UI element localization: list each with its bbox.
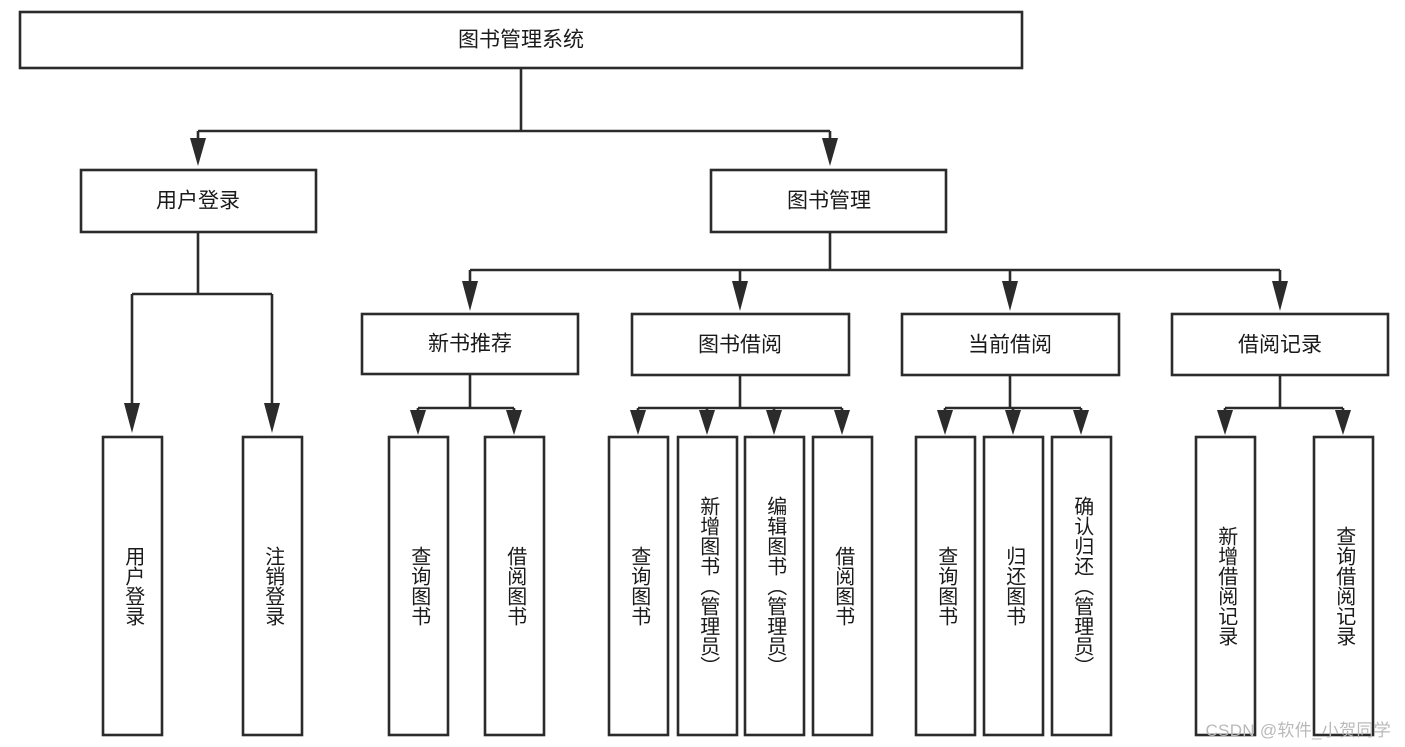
connectors-current-borrow-to-leaves [937, 375, 1089, 435]
node-box-book-borrow[interactable] [630, 312, 851, 377]
node-box-leaf-user-login[interactable] [101, 435, 164, 737]
node-box-borrow-record[interactable] [1170, 312, 1390, 377]
node-box-leaf-user-logout[interactable] [241, 435, 304, 737]
node-label-current-borrow: 当前借阅 [968, 334, 1052, 357]
node-label-book-borrow: 图书借阅 [698, 334, 782, 357]
arrow-leaf-user-logout [264, 403, 280, 433]
node-box-leaf-query-book-2[interactable] [607, 435, 670, 737]
node-box-leaf-query-record[interactable] [1312, 435, 1375, 737]
arrow-user-login [190, 138, 206, 166]
arrow-leaf-confirm-return [1073, 410, 1089, 435]
connectors-borrow-record-to-leaves [1217, 375, 1351, 435]
arrow-leaf-add-book [699, 410, 715, 435]
node-box-new-book-recommend[interactable] [360, 312, 580, 376]
arrow-leaf-query-book-2 [630, 410, 646, 435]
arrow-book-borrow [732, 281, 748, 311]
arrow-book-manage [822, 138, 838, 166]
node-box-leaf-edit-book[interactable] [743, 435, 806, 737]
node-box-leaf-borrow-book-1[interactable] [483, 435, 546, 737]
node-label-new-book-recommend: 新书推荐 [428, 333, 512, 356]
node-box-leaf-query-book-1[interactable] [387, 435, 450, 737]
arrow-leaf-borrow-book-2 [834, 410, 850, 435]
node-label-user-login: 用户登录 [156, 190, 240, 213]
arrow-leaf-query-book-3 [937, 410, 953, 435]
arrow-leaf-query-book-1 [410, 410, 426, 435]
node-label-borrow-record: 借阅记录 [1238, 334, 1322, 357]
node-label-book-manage: 图书管理 [787, 190, 871, 213]
node-book-manage[interactable]: 图书管理 [709, 168, 948, 234]
node-book-borrow[interactable]: 图书借阅 [630, 312, 851, 377]
node-box-user-login[interactable] [79, 168, 318, 234]
node-label-root: 图书管理系统 [458, 29, 584, 52]
arrow-current-borrow [1002, 281, 1018, 311]
arrow-leaf-add-record [1217, 410, 1233, 435]
arrow-leaf-return-book [1005, 410, 1021, 435]
watermark-text: CSDN @软件_小贺同学 [1205, 721, 1391, 740]
arrow-borrow-record [1272, 281, 1288, 311]
node-box-root[interactable] [18, 10, 1024, 70]
node-borrow-record[interactable]: 借阅记录 [1170, 312, 1390, 377]
node-box-leaf-add-book[interactable] [676, 435, 739, 737]
node-box-leaf-borrow-book-2[interactable] [811, 435, 874, 737]
node-new-book-recommend[interactable]: 新书推荐 [360, 312, 580, 376]
connectors-root-to-level2 [190, 68, 838, 166]
arrow-leaf-user-login [124, 403, 140, 433]
arrow-leaf-borrow-book-1 [506, 410, 522, 435]
connectors-book-borrow-to-leaves [630, 375, 850, 435]
node-root[interactable]: 图书管理系统 [18, 10, 1024, 70]
node-box-leaf-confirm-return[interactable] [1050, 435, 1113, 737]
connectors-user-login-to-leaves [124, 232, 280, 433]
node-box-leaf-query-book-3[interactable] [914, 435, 977, 737]
node-box-leaf-add-record[interactable] [1194, 435, 1257, 737]
node-user-login[interactable]: 用户登录 [79, 168, 318, 234]
node-box-current-borrow[interactable] [900, 312, 1121, 377]
arrow-new-book-recommend [462, 281, 478, 311]
connectors-new-book-recommend-to-leaves [410, 374, 522, 435]
node-current-borrow[interactable]: 当前借阅 [900, 312, 1121, 377]
arrow-leaf-query-record [1335, 410, 1351, 435]
arrow-leaf-edit-book [766, 410, 782, 435]
node-box-leaf-return-book[interactable] [982, 435, 1045, 737]
node-box-book-manage[interactable] [709, 168, 948, 234]
connectors-book-manage-to-level3 [462, 232, 1288, 311]
